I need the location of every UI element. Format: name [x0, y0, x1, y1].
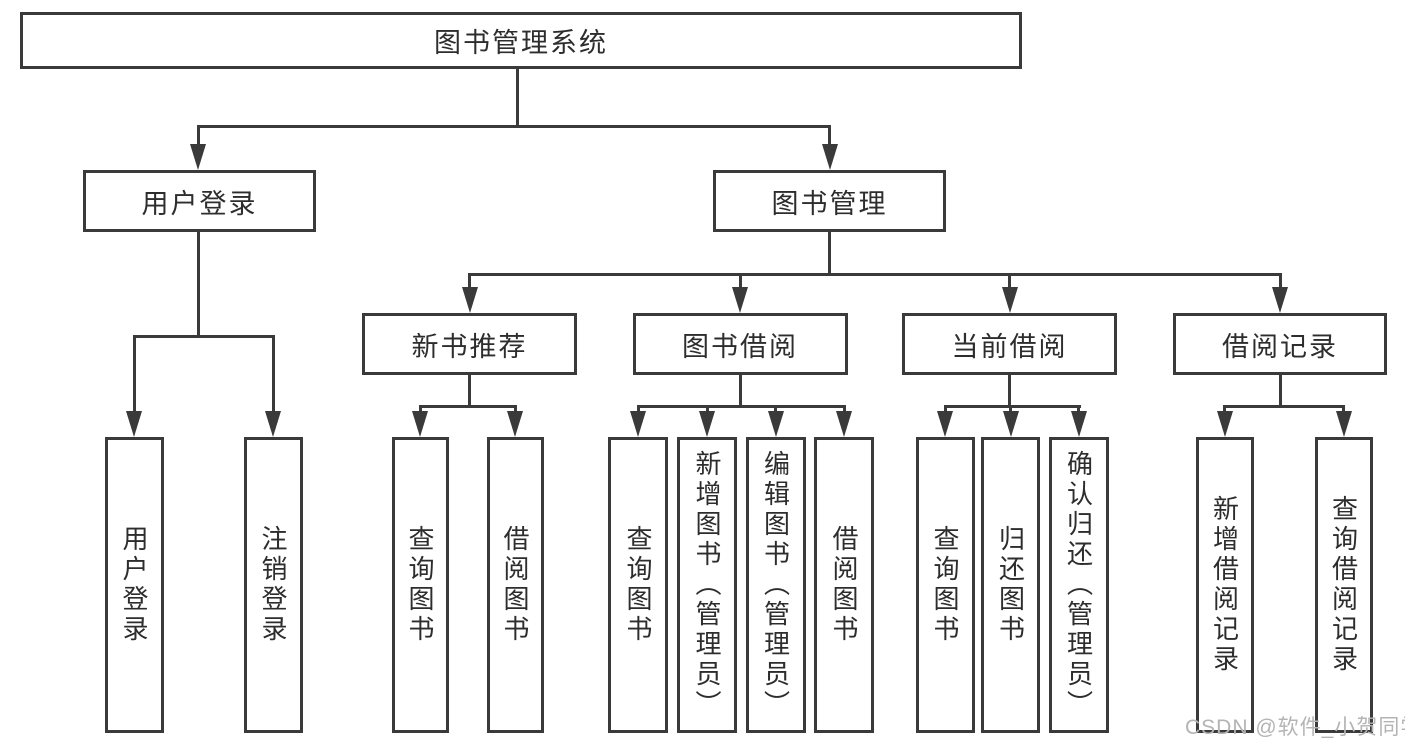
arrow-down-icon [732, 287, 748, 313]
connector-line [196, 232, 200, 338]
connector-line [738, 375, 742, 408]
arrow-down-icon [937, 411, 953, 437]
arrow-down-icon [836, 411, 852, 437]
connector-line [196, 125, 200, 147]
node-book-borrow: 图书借阅 [632, 313, 848, 375]
leaf-logout: 注销登录 [243, 437, 303, 733]
connector-line [132, 335, 136, 413]
connector-line [515, 69, 519, 125]
arrow-down-icon [507, 411, 523, 437]
arrow-down-icon [1335, 411, 1352, 437]
arrow-down-icon [699, 411, 715, 437]
connector-line [636, 405, 846, 408]
leaf-recommend-borrow-book: 借阅图书 [486, 437, 544, 733]
arrow-down-icon [767, 411, 784, 437]
arrow-down-icon [1272, 287, 1288, 313]
node-new-book-recommend: 新书推荐 [362, 313, 577, 375]
leaf-current-confirm-return-admin: 确认归还（管理员） [1048, 437, 1109, 733]
arrow-down-icon [1001, 287, 1018, 313]
connector-line [1278, 375, 1282, 408]
leaf-borrow-borrow-book: 借阅图书 [814, 437, 874, 733]
connector-line [943, 405, 1081, 408]
node-library-management-system: 图书管理系统 [20, 12, 1022, 69]
arrow-down-icon [821, 144, 838, 170]
connector-line [738, 273, 742, 289]
leaf-current-query-book: 查询图书 [915, 437, 975, 733]
arrow-down-icon [126, 411, 142, 437]
leaf-record-add-borrow-record: 新增借阅记录 [1195, 437, 1254, 733]
connector-line [468, 273, 1281, 276]
arrow-down-icon [630, 411, 646, 437]
leaf-borrow-add-book-admin: 新增图书（管理员） [677, 437, 737, 733]
connector-line [196, 125, 831, 128]
connector-line [828, 232, 831, 276]
node-borrow-record: 借阅记录 [1173, 313, 1387, 375]
arrow-down-icon [190, 144, 206, 170]
leaf-borrow-query-book: 查询图书 [608, 437, 668, 733]
leaf-record-query-borrow-record: 查询借阅记录 [1314, 437, 1373, 733]
node-book-management: 图书管理 [713, 170, 946, 232]
connector-line [418, 405, 517, 408]
connector-line [1008, 273, 1011, 289]
connector-line [468, 375, 471, 408]
arrow-down-icon [1216, 411, 1233, 437]
connector-line [132, 335, 275, 338]
leaf-borrow-edit-book-admin: 编辑图书（管理员） [745, 437, 806, 733]
arrow-down-icon [265, 411, 281, 437]
leaf-user-login: 用户登录 [104, 437, 164, 733]
arrow-down-icon [1002, 411, 1019, 437]
arrow-down-icon [461, 287, 478, 313]
arrow-down-icon [412, 411, 428, 437]
leaf-recommend-query-book: 查询图书 [391, 437, 449, 733]
connector-line [1278, 273, 1282, 289]
node-current-borrow: 当前借阅 [902, 313, 1117, 375]
connector-line [468, 273, 471, 289]
csdn-watermark: CSDN @软件_小贺同学 [1185, 716, 1405, 739]
arrow-down-icon [1070, 411, 1087, 437]
leaf-current-return-book: 归还图书 [981, 437, 1040, 733]
node-user-login: 用户登录 [83, 170, 316, 232]
connector-line [271, 335, 275, 413]
connector-line [828, 125, 831, 147]
connector-line [1008, 375, 1011, 408]
connector-line [1223, 405, 1345, 408]
